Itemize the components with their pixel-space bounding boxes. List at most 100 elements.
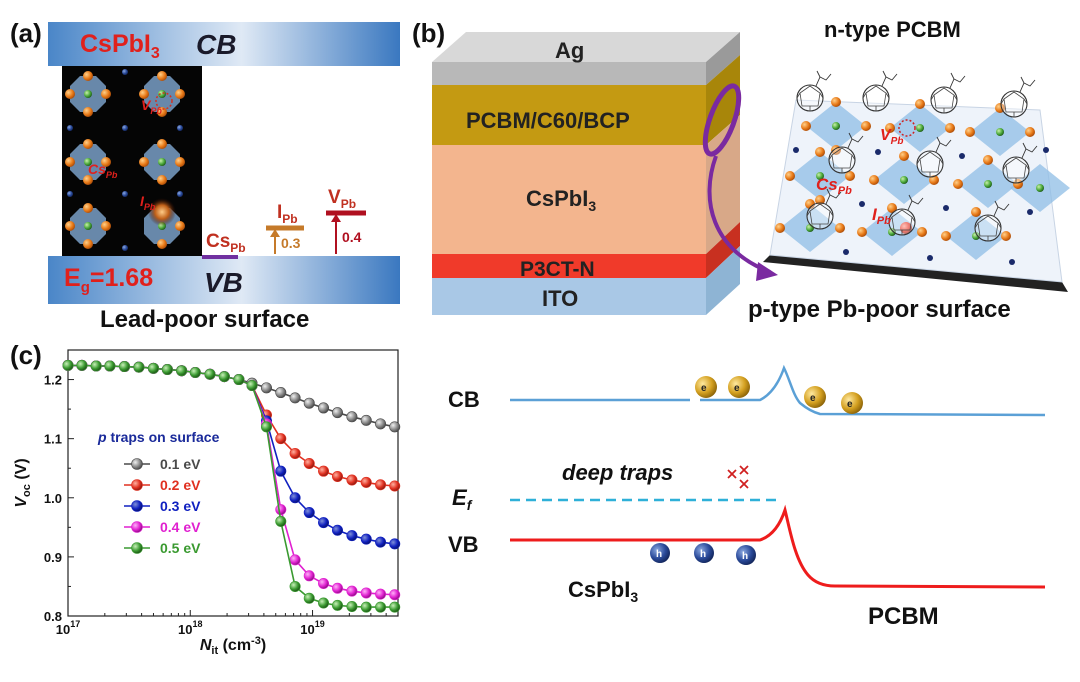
series-point bbox=[275, 504, 287, 516]
pcbm-label-d: PCBM bbox=[868, 603, 939, 630]
vb-label-d: VB bbox=[448, 532, 479, 557]
iodine-atom bbox=[83, 107, 93, 117]
iodine-atom bbox=[65, 157, 75, 167]
series-point bbox=[161, 364, 173, 376]
series-point bbox=[389, 421, 401, 433]
electron-1 bbox=[695, 376, 717, 398]
stack-top-face bbox=[432, 32, 740, 62]
series-layer bbox=[62, 359, 401, 613]
surface-iodine-atom bbox=[869, 175, 879, 185]
series-point bbox=[275, 515, 287, 527]
iodine-atom bbox=[65, 89, 75, 99]
electron-sign-2: e bbox=[734, 383, 740, 394]
crystal-structure: VPb CsPb IPb bbox=[62, 66, 202, 256]
i-level-main: I bbox=[277, 202, 282, 223]
series-point bbox=[375, 418, 387, 430]
surface-iodine-atom bbox=[953, 179, 963, 189]
series-point bbox=[289, 392, 301, 404]
surface-defect-atom bbox=[900, 222, 912, 234]
fullerene-sidechain bbox=[815, 70, 832, 87]
legend-label: 0.1 eV bbox=[160, 456, 201, 472]
surface-iodine-atom bbox=[965, 127, 975, 137]
cs-level-main: Cs bbox=[206, 231, 230, 252]
lead-atom bbox=[158, 90, 166, 98]
surface-iodine-atom bbox=[805, 199, 815, 209]
surface-v-label: VPb bbox=[880, 127, 903, 147]
layer-p3ctn bbox=[432, 254, 706, 278]
series-point bbox=[119, 361, 131, 373]
legend-marker bbox=[131, 479, 143, 491]
series-point bbox=[289, 447, 301, 459]
surface-lead-atom bbox=[916, 124, 924, 132]
fullerene-facets bbox=[862, 85, 890, 111]
surface-iodine-atom bbox=[815, 195, 825, 205]
series-point bbox=[289, 580, 301, 592]
series-point bbox=[218, 371, 230, 383]
series-point bbox=[360, 601, 372, 613]
x-tick-label: 1019 bbox=[300, 619, 324, 637]
v-level-label: VPb bbox=[328, 187, 356, 211]
cesium-atom bbox=[122, 191, 128, 197]
legend-marker bbox=[131, 521, 143, 533]
surface-iodine-atom bbox=[929, 175, 939, 185]
fullerene-facets bbox=[916, 151, 944, 177]
hole-2 bbox=[694, 543, 714, 563]
lead-atom bbox=[84, 158, 92, 166]
series-point bbox=[303, 397, 315, 409]
fullerene-sidechain bbox=[949, 72, 966, 89]
y-tick-label: 0.9 bbox=[44, 550, 62, 565]
y-axis-label-unit: (V) bbox=[13, 458, 30, 484]
hole-1 bbox=[650, 543, 670, 563]
lead-atom bbox=[84, 222, 92, 230]
crystal-v-label: VPb bbox=[141, 97, 162, 116]
fullerene-sidechain bbox=[825, 188, 842, 205]
surface-lead-atom bbox=[972, 232, 980, 240]
stack-side-ito bbox=[706, 246, 740, 315]
layer-ito bbox=[432, 278, 706, 315]
defect-level-v: 0.4 VPb bbox=[326, 187, 366, 254]
n-type-label: n-type PCBM bbox=[824, 17, 961, 42]
surface-vacancy bbox=[898, 119, 916, 137]
plot-frame bbox=[67, 349, 399, 617]
hole-sign-2: h bbox=[700, 549, 706, 560]
fullerene-facets bbox=[1000, 91, 1028, 117]
x-tick-base: 10 bbox=[56, 622, 70, 637]
legend-label: 0.4 eV bbox=[160, 519, 201, 535]
y-axis-label-sub: oc bbox=[21, 484, 33, 497]
surface-lead-atom bbox=[816, 172, 824, 180]
series-point bbox=[331, 470, 343, 482]
surface-cs-main: Cs bbox=[816, 175, 838, 194]
panel-c-label: (c) bbox=[10, 340, 42, 370]
surface-iodine-atom bbox=[899, 151, 909, 161]
surface-iodine-atom bbox=[835, 223, 845, 233]
cesium-atom bbox=[67, 125, 73, 131]
defect-level-cs: CsPb bbox=[202, 231, 246, 259]
hole-3 bbox=[736, 545, 756, 565]
iodine-atom bbox=[83, 71, 93, 81]
surface-iodine-atom bbox=[785, 171, 795, 181]
eg-label: Eg=1.68 bbox=[64, 264, 153, 296]
deep-traps-label: deep traps bbox=[562, 460, 673, 485]
surface-iodine-atom bbox=[917, 227, 927, 237]
cspbi-label-d: CsPbI3 bbox=[568, 577, 638, 605]
legend: 0.1 eV0.2 eV0.3 eV0.4 eV0.5 eV bbox=[124, 456, 201, 556]
panel-b-label: (b) bbox=[412, 18, 445, 48]
fullerene-sidechain bbox=[847, 132, 864, 149]
legend-title-em: p bbox=[97, 429, 107, 445]
legend-marker bbox=[131, 500, 143, 512]
y-tick-label: 1.0 bbox=[44, 491, 62, 506]
series-point bbox=[360, 476, 372, 488]
electrons: e e e e bbox=[695, 376, 863, 414]
legend-title: p traps on surface bbox=[97, 429, 220, 445]
cesium-atom bbox=[177, 191, 183, 197]
stack-side-ag bbox=[706, 32, 740, 85]
legend-title-rest: traps on surface bbox=[107, 429, 220, 445]
surface-cesium-atom bbox=[1043, 147, 1049, 153]
series-point bbox=[204, 368, 216, 380]
surface-iodine-atom bbox=[915, 99, 925, 109]
surface-lead-atom bbox=[900, 176, 908, 184]
zoom-ellipse bbox=[702, 83, 742, 157]
crystal-v-main: V bbox=[141, 97, 152, 113]
series-point bbox=[303, 570, 315, 582]
p-type-label: p-type Pb-poor surface bbox=[748, 296, 1011, 323]
